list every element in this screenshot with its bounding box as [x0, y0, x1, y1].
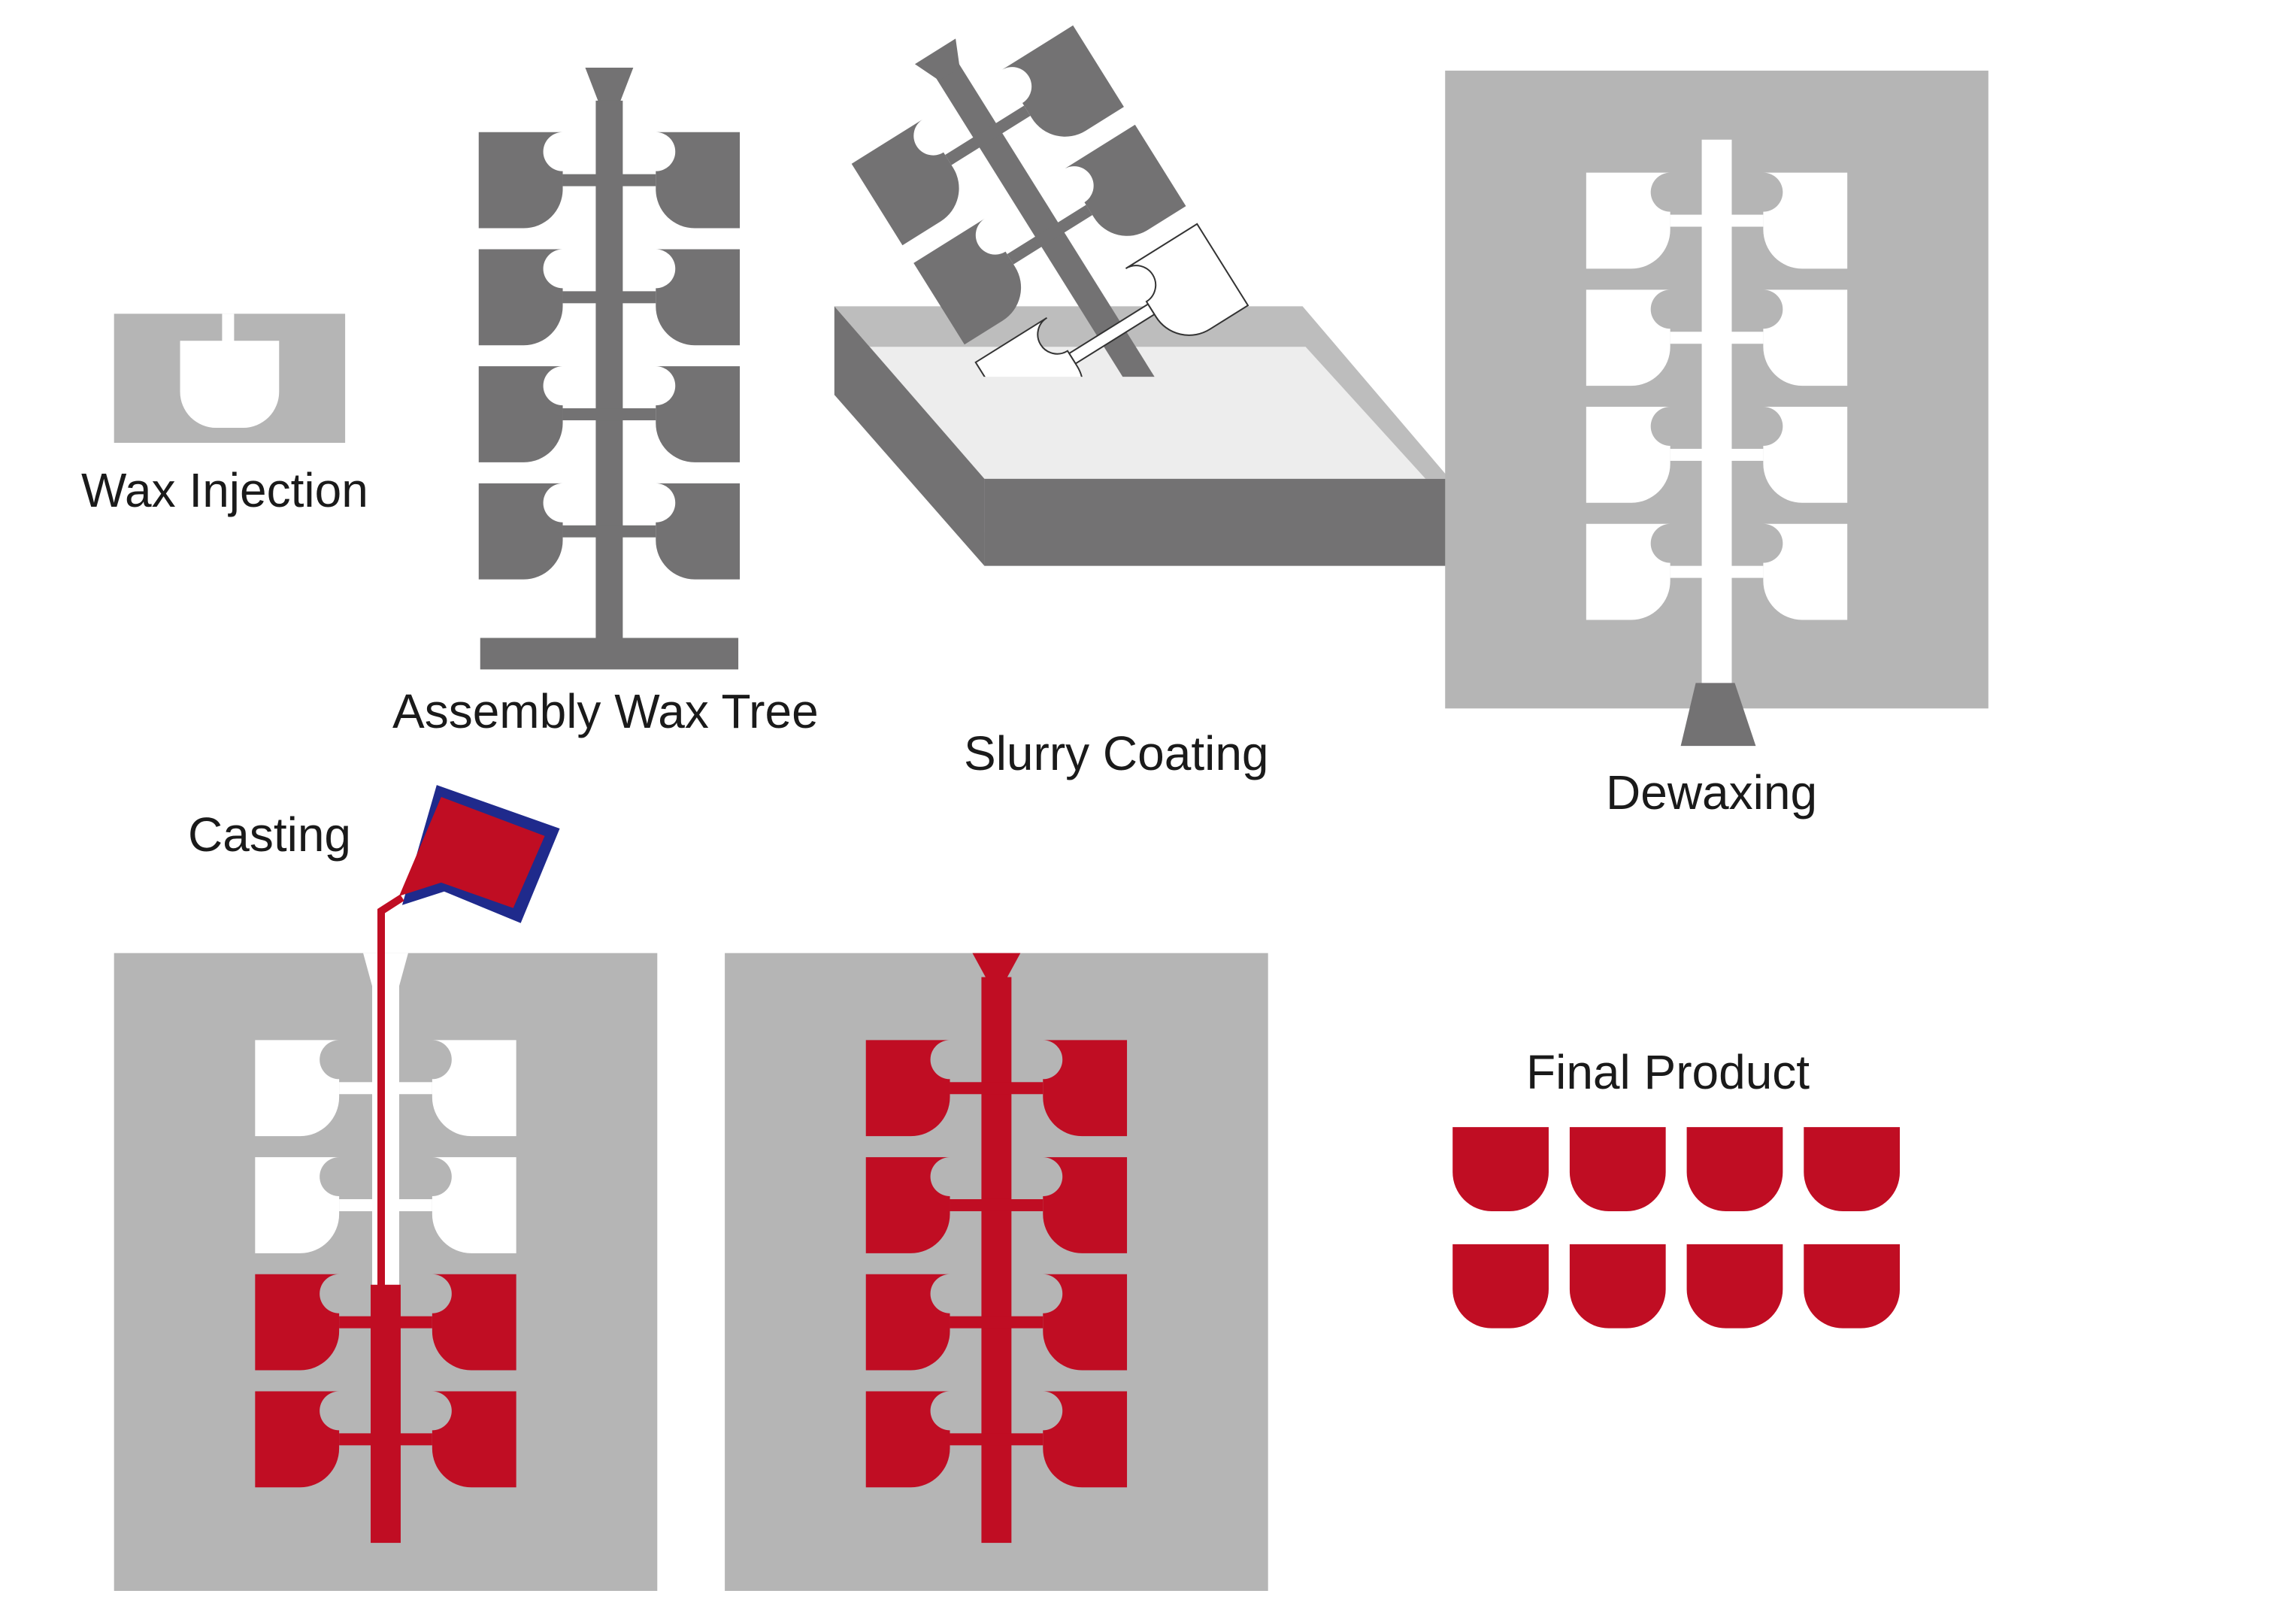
label-assembly-wax-tree: Assembly Wax Tree	[392, 684, 819, 738]
tree-branch	[1670, 332, 1764, 344]
dipped-tree-group	[851, 25, 1249, 377]
tree-part-left	[478, 483, 563, 580]
dipped-part-right	[1001, 25, 1124, 152]
dipped-part-left	[851, 119, 974, 246]
injection-cavity	[180, 314, 280, 429]
tree-part-right	[656, 483, 741, 580]
dipped-part-right	[1063, 124, 1186, 251]
label-dewaxing: Dewaxing	[1606, 765, 1818, 820]
tree-part-right	[656, 249, 741, 346]
final-part	[1686, 1244, 1783, 1329]
wax-injection-mold	[114, 314, 346, 443]
tree-stem	[981, 977, 1012, 1544]
final-part	[1804, 1127, 1901, 1211]
tree-funnel	[585, 67, 634, 107]
wax-tree	[478, 67, 741, 670]
slurry-tank	[834, 306, 1453, 566]
tree-branch	[950, 1198, 1043, 1211]
casting-cavity-tree	[255, 953, 516, 1544]
tree-branch	[339, 1198, 432, 1211]
slurry-tank-front	[984, 478, 1453, 566]
label-final-product: Final Product	[1526, 1045, 1810, 1099]
label-wax-injection: Wax Injection	[81, 463, 368, 517]
final-part	[1452, 1127, 1549, 1211]
tree-branch	[1670, 565, 1764, 578]
tree-branch	[562, 174, 656, 186]
final-part	[1569, 1127, 1666, 1211]
tree-branch	[562, 525, 656, 538]
tree-branch	[1670, 214, 1764, 227]
final-product-parts	[1452, 1127, 1901, 1329]
final-part	[1686, 1127, 1783, 1211]
filled-metal-tree	[865, 953, 1128, 1544]
dipped-branch	[945, 105, 1031, 165]
tree-branch	[339, 1082, 432, 1095]
filled-sprue	[972, 953, 1021, 986]
dipped-branch	[1007, 205, 1093, 265]
tree-part-left	[478, 366, 563, 462]
tree-part-right	[656, 366, 741, 462]
tree-branch	[950, 1316, 1043, 1329]
dipped-stem	[934, 62, 1157, 377]
tree-part-left	[478, 132, 563, 229]
label-slurry-coating: Slurry Coating	[964, 726, 1269, 780]
tree-branch	[562, 291, 656, 304]
tree-stem	[372, 977, 399, 1286]
tree-part-right	[656, 132, 741, 229]
tree-branch	[562, 408, 656, 421]
dewaxing-shell	[1445, 70, 1989, 747]
slurry-surface	[849, 347, 1426, 479]
ladle-molten-metal	[398, 797, 545, 908]
dewax-cavity-tree	[1586, 139, 1848, 686]
tree-part-left	[478, 249, 563, 346]
pour-stream	[377, 894, 404, 1289]
dipped-wax-tree	[851, 25, 1249, 377]
tree-base	[480, 638, 739, 670]
tree-branch	[950, 1082, 1043, 1095]
tree-stem	[1701, 139, 1732, 686]
tree-branch	[1670, 448, 1764, 461]
dewax-drain-funnel	[1680, 683, 1756, 747]
tree-branch	[950, 1433, 1043, 1446]
filled-mold	[725, 953, 1268, 1591]
casting-mold	[114, 785, 658, 1591]
casting-metal-stem	[371, 1284, 401, 1544]
label-casting: Casting	[188, 807, 351, 862]
tree-stem	[595, 100, 623, 647]
final-part	[1804, 1244, 1901, 1329]
final-part	[1452, 1244, 1549, 1329]
dipped-coated-parts	[974, 223, 1249, 377]
ladle	[377, 785, 560, 1289]
slurry-tank-left-side	[834, 306, 985, 566]
dipped-funnel	[914, 38, 960, 81]
final-part	[1569, 1244, 1666, 1329]
